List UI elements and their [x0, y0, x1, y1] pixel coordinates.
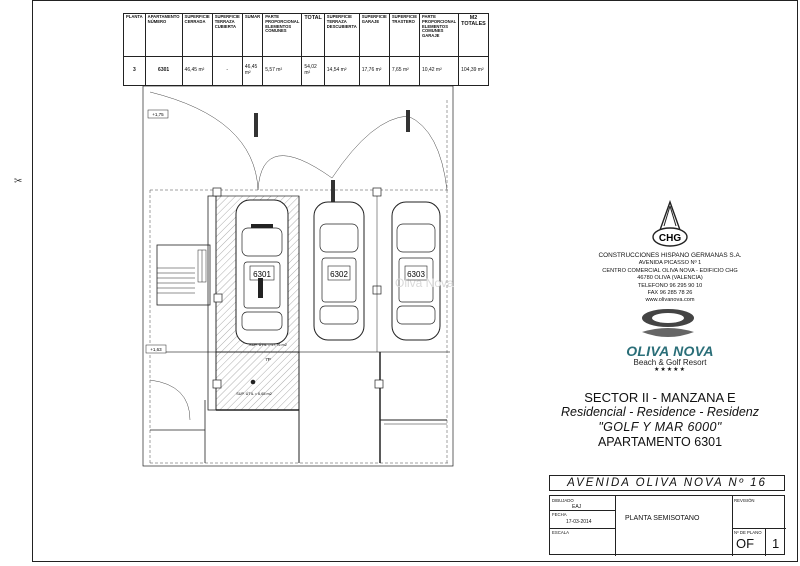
title-sector: SECTOR II - MANZANA E [584, 390, 736, 405]
header-cell: SUMAR [241, 13, 264, 57]
value-cell: 7,65 m² [388, 56, 421, 86]
scissors-icon: ✂ [14, 176, 22, 187]
company-address-1: AVENIDA PICASSO Nº 1 [638, 260, 702, 267]
value-cell: 104,39 m² [458, 56, 489, 86]
project-title: SECTOR II - MANZANA E Residencial - Resi… [520, 390, 800, 450]
title-use: Residencial - Residence - Residenz [560, 405, 759, 419]
plan-number: 1 [772, 536, 780, 551]
company-web: www.olivanova.com [645, 297, 695, 304]
fecha-value: 17-03-2014 [566, 519, 592, 525]
company-phone: TELEFONO 96 295 90 10 [637, 282, 703, 289]
chg-logo: CHG [652, 200, 688, 247]
level-marker-top: +1,75 [152, 112, 164, 117]
header-cell: TOTAL [301, 13, 325, 57]
summary-table: PLANTA APARTAMENTO NÚMERO SUPERFICIE CER… [123, 13, 489, 86]
storage-hatch [215, 351, 300, 411]
num-plano-label: Nº DE PLANO [734, 530, 762, 535]
header-cell: SUPERFICIE GARAJE [358, 13, 390, 57]
header-cell: PARTE PROPORCIONAL ELEMENTOS COMUNES [262, 13, 303, 57]
header-cell: SUPERFICIE TERRAZA DESCUBIERTA [323, 13, 360, 57]
value-cell: 14,54 m² [323, 56, 360, 86]
header-cell: M2 TOTALES [458, 13, 489, 57]
brand-block: OLIVA NOVA Beach & Golf Resort ★★★★★ [610, 343, 730, 373]
brand-stars: ★★★★★ [654, 367, 686, 373]
company-address-2: CENTRO COMERCIAL OLIVA NOVA - EDIFICIO C… [602, 267, 738, 274]
title-block: DIBUJADO EAJ FECHA 17-03-2014 ESCALA PLA… [549, 495, 786, 556]
header-cell: PARTE PROPORCIONAL ELEMENTOS COMUNES GAR… [418, 13, 460, 57]
value-cell: 46,45 m² [181, 56, 213, 86]
company-block: CONSTRUCCIONES HISPANO GERMANAS S.A. AVE… [560, 252, 780, 305]
header-cell: SUPERFICIE TRASTERO [388, 13, 421, 57]
plan-code: OF [736, 536, 755, 551]
brand-tagline: Beach & Golf Resort [633, 358, 707, 367]
garage-area-label: SUP. ÚTIL = 17,76 m2 [249, 342, 287, 347]
escala-label: ESCALA [552, 530, 569, 535]
oliva-nova-emblem [642, 309, 694, 337]
value-cell: 6301 [144, 56, 183, 86]
value-cell: 17,76 m² [358, 56, 390, 86]
car-6303 [391, 201, 441, 341]
revision-label: REVISIÓN [734, 498, 755, 503]
watermark: Oliva Nova [395, 276, 454, 290]
door-swing-arc [149, 91, 259, 191]
drawing-frame [32, 0, 798, 562]
level-marker-mid: +1,63 [150, 347, 162, 352]
storage-code: 7P [265, 357, 271, 362]
chg-logo-text: CHG [659, 233, 681, 244]
value-cell: 46,45 m² [241, 56, 264, 86]
value-cell: 10,42 m² [418, 56, 460, 86]
dibujado-value: EAJ [572, 504, 582, 510]
space-label-6301: 6301 [253, 270, 271, 279]
value-cell: 5,57 m² [262, 56, 303, 86]
summary-header-row: PLANTA APARTAMENTO NÚMERO SUPERFICIE CER… [123, 13, 489, 57]
fecha-label: FECHA [552, 512, 567, 517]
company-fax: FAX 96 285 78 26 [647, 289, 693, 296]
car-6302 [313, 201, 365, 341]
company-address-3: 46780 OLIVA (VALENCIA) [637, 275, 703, 282]
storage-area-label: SUP. ÚTIL = 6,65 m2 [236, 391, 272, 396]
value-cell: - [211, 56, 243, 86]
stair-core [156, 244, 211, 306]
company-name: CONSTRUCCIONES HISPANO GERMANAS S.A. [598, 252, 742, 259]
title-project: "GOLF Y MAR 6000" [598, 420, 722, 434]
title-unit: APARTAMENTO 6301 [597, 435, 723, 449]
dibujado-label: DIBUJADO [552, 498, 574, 503]
car-6301 [235, 199, 289, 345]
plan-boundary [142, 85, 454, 467]
brand-name: OLIVA NOVA [626, 343, 714, 359]
plano-name: PLANTA SEMISOTANO [625, 515, 700, 522]
street-address: AVENIDA OLIVA NOVA Nº 16 [549, 475, 785, 491]
value-cell: 54,02 m² [301, 56, 325, 86]
space-label-6303: 6303 [407, 270, 425, 279]
header-cell: SUPERFICIE TERRAZA CUBIERTA [211, 13, 243, 57]
storage-marker [250, 379, 256, 385]
summary-value-row: 3 6301 46,45 m² - 46,45 m² 5,57 m² 54,02… [123, 56, 489, 86]
space-label-6302: 6302 [330, 270, 348, 279]
